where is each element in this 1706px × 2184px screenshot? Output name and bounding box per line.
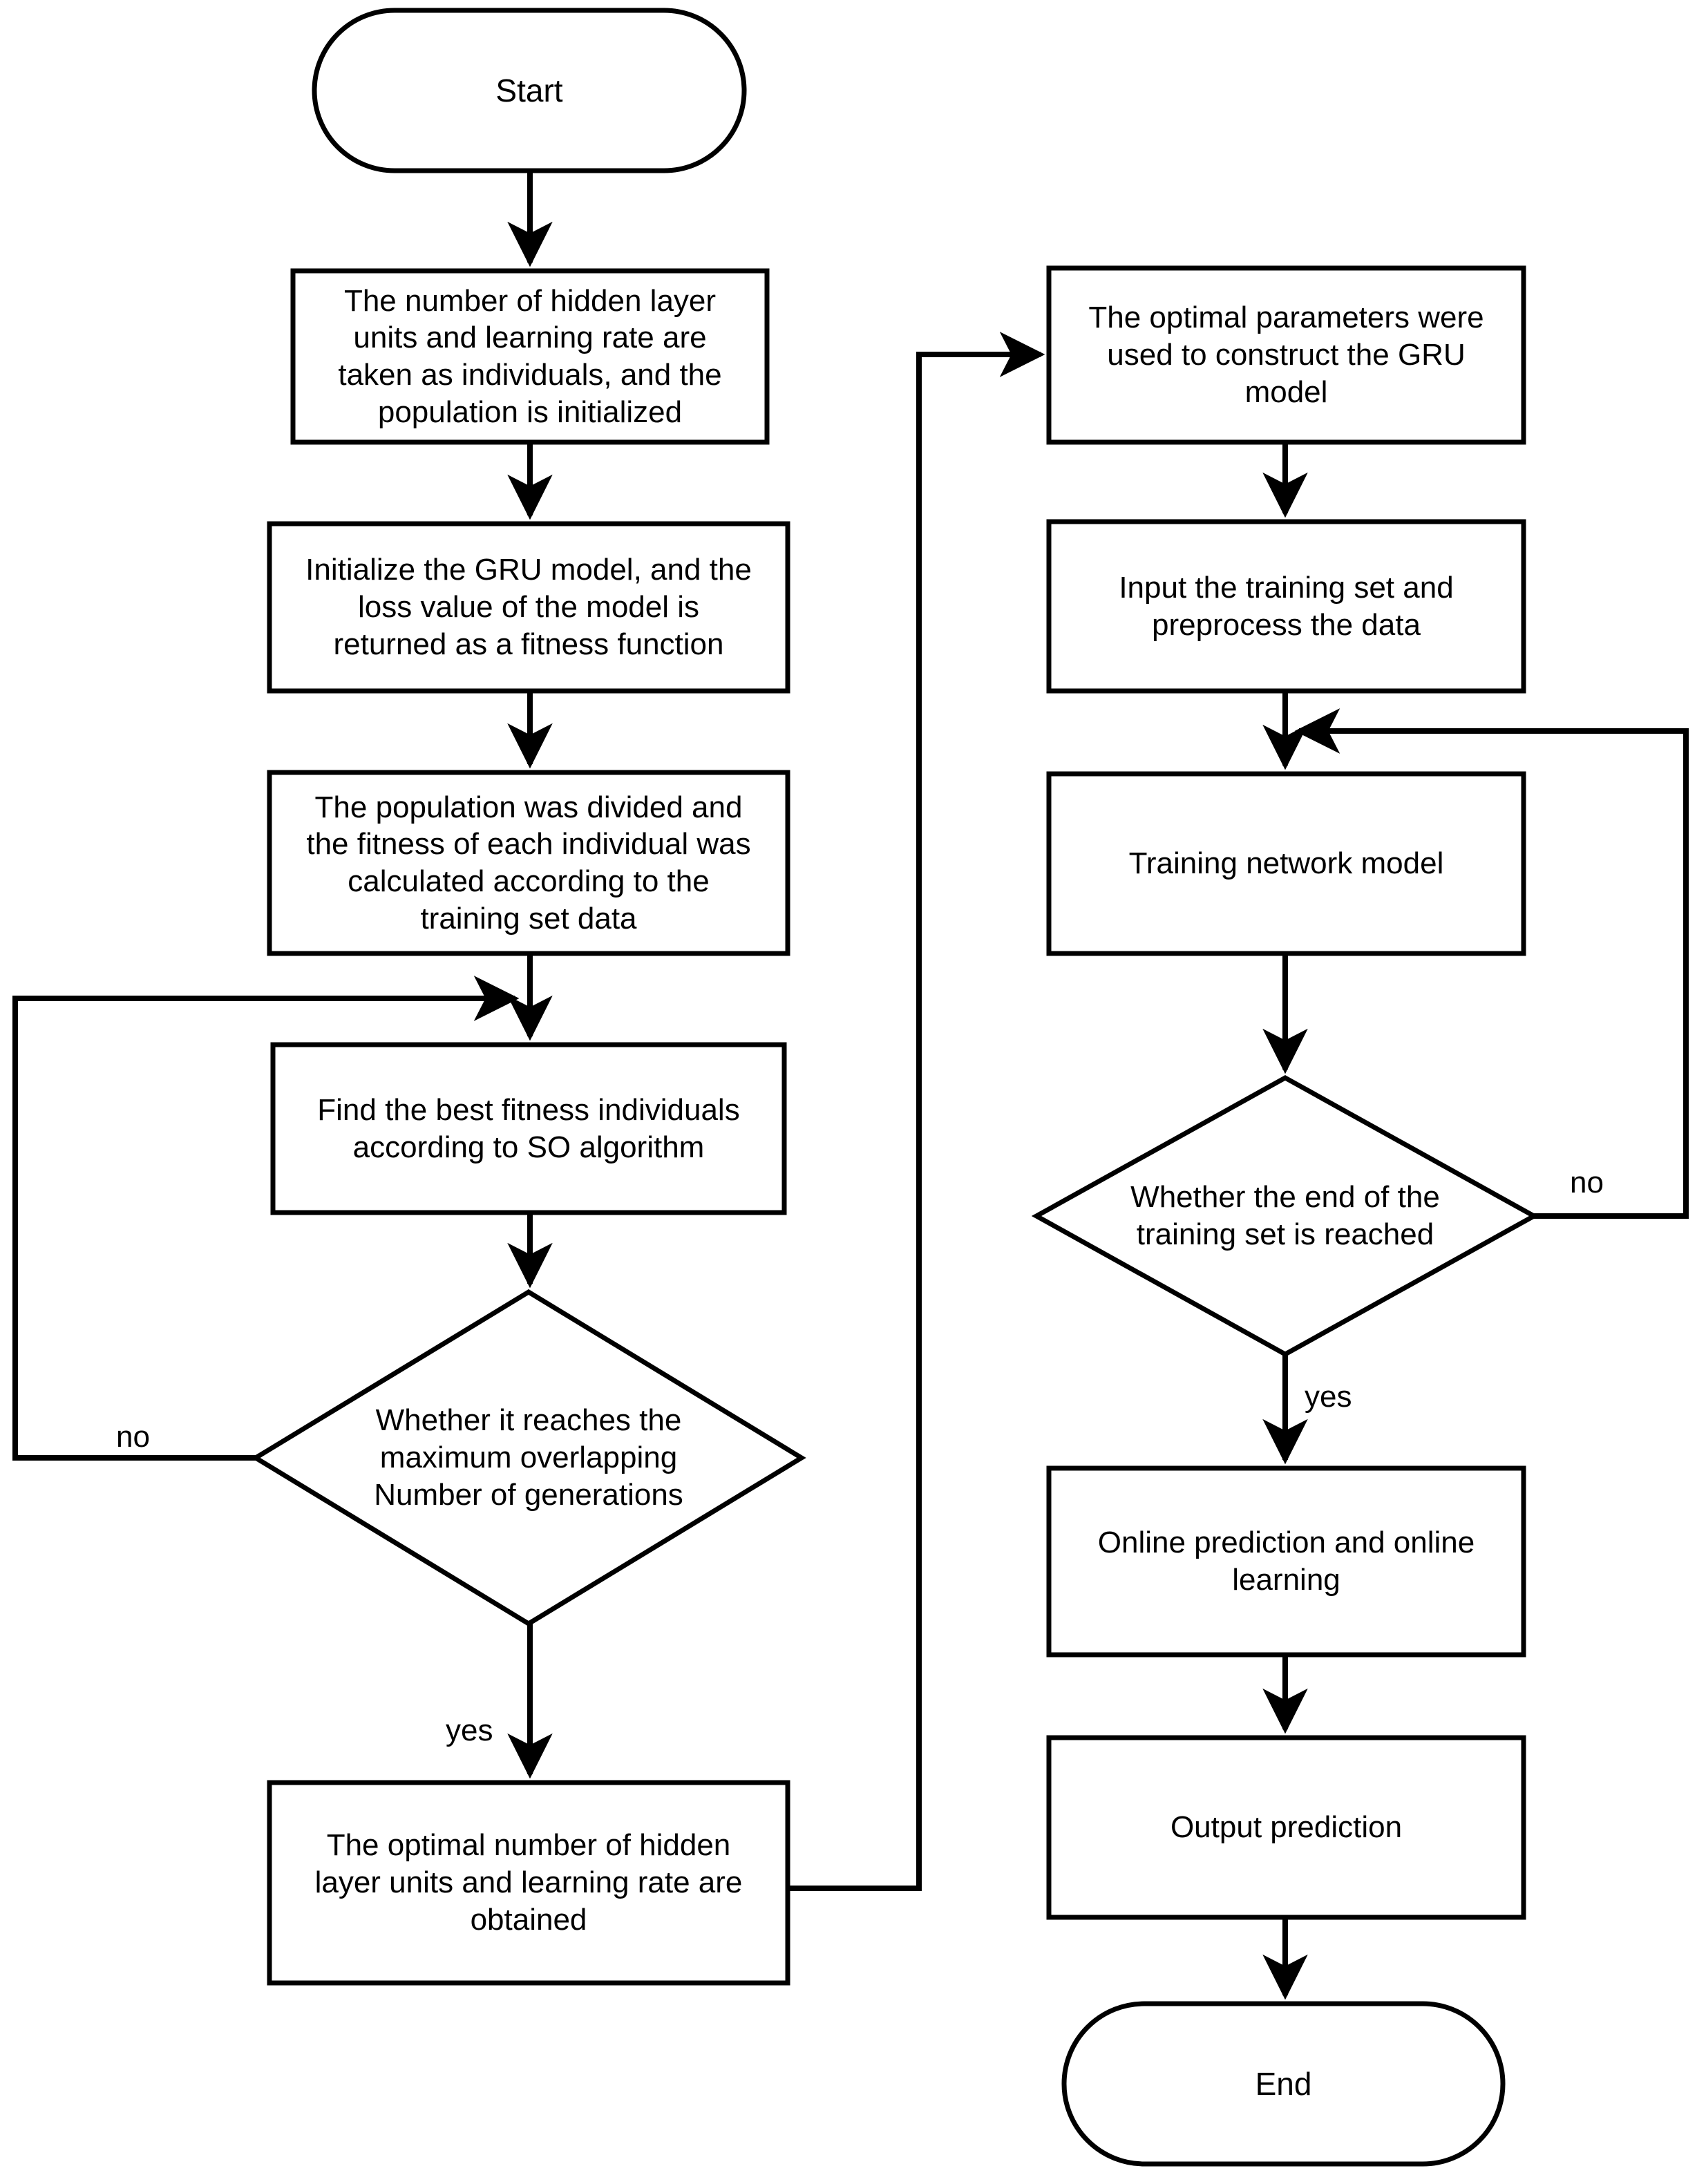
edge-optimal-params-to-construct-gru xyxy=(788,332,1045,1891)
node-end-shape xyxy=(1061,2001,1506,2167)
edge-label-training-yes: yes xyxy=(1305,1380,1352,1414)
node-decision-max-generations-shape xyxy=(251,1289,806,1627)
edge-label-generations-no: no xyxy=(116,1420,150,1454)
node-init-gru-shape xyxy=(267,521,790,694)
edge-decision-max-generations-no-loop xyxy=(12,976,520,1461)
node-online-prediction-shape xyxy=(1046,1465,1526,1658)
node-init-population-shape xyxy=(290,268,770,445)
node-divide-population-shape xyxy=(267,770,790,956)
node-training-network-model-shape xyxy=(1046,771,1526,956)
edge-label-generations-yes: yes xyxy=(446,1713,493,1747)
edge-label-training-no: no xyxy=(1570,1166,1604,1199)
node-output-prediction-shape xyxy=(1046,1735,1526,1920)
node-optimal-params-obtained-shape xyxy=(267,1780,790,1986)
node-input-training-set-shape xyxy=(1046,519,1526,694)
node-construct-gru-shape xyxy=(1046,265,1526,445)
node-start-shape xyxy=(312,8,747,173)
edge-decision-end-training-no-loop xyxy=(1294,708,1689,1219)
node-find-best-fitness-shape xyxy=(270,1042,787,1215)
node-decision-end-training-shape xyxy=(1031,1074,1539,1358)
